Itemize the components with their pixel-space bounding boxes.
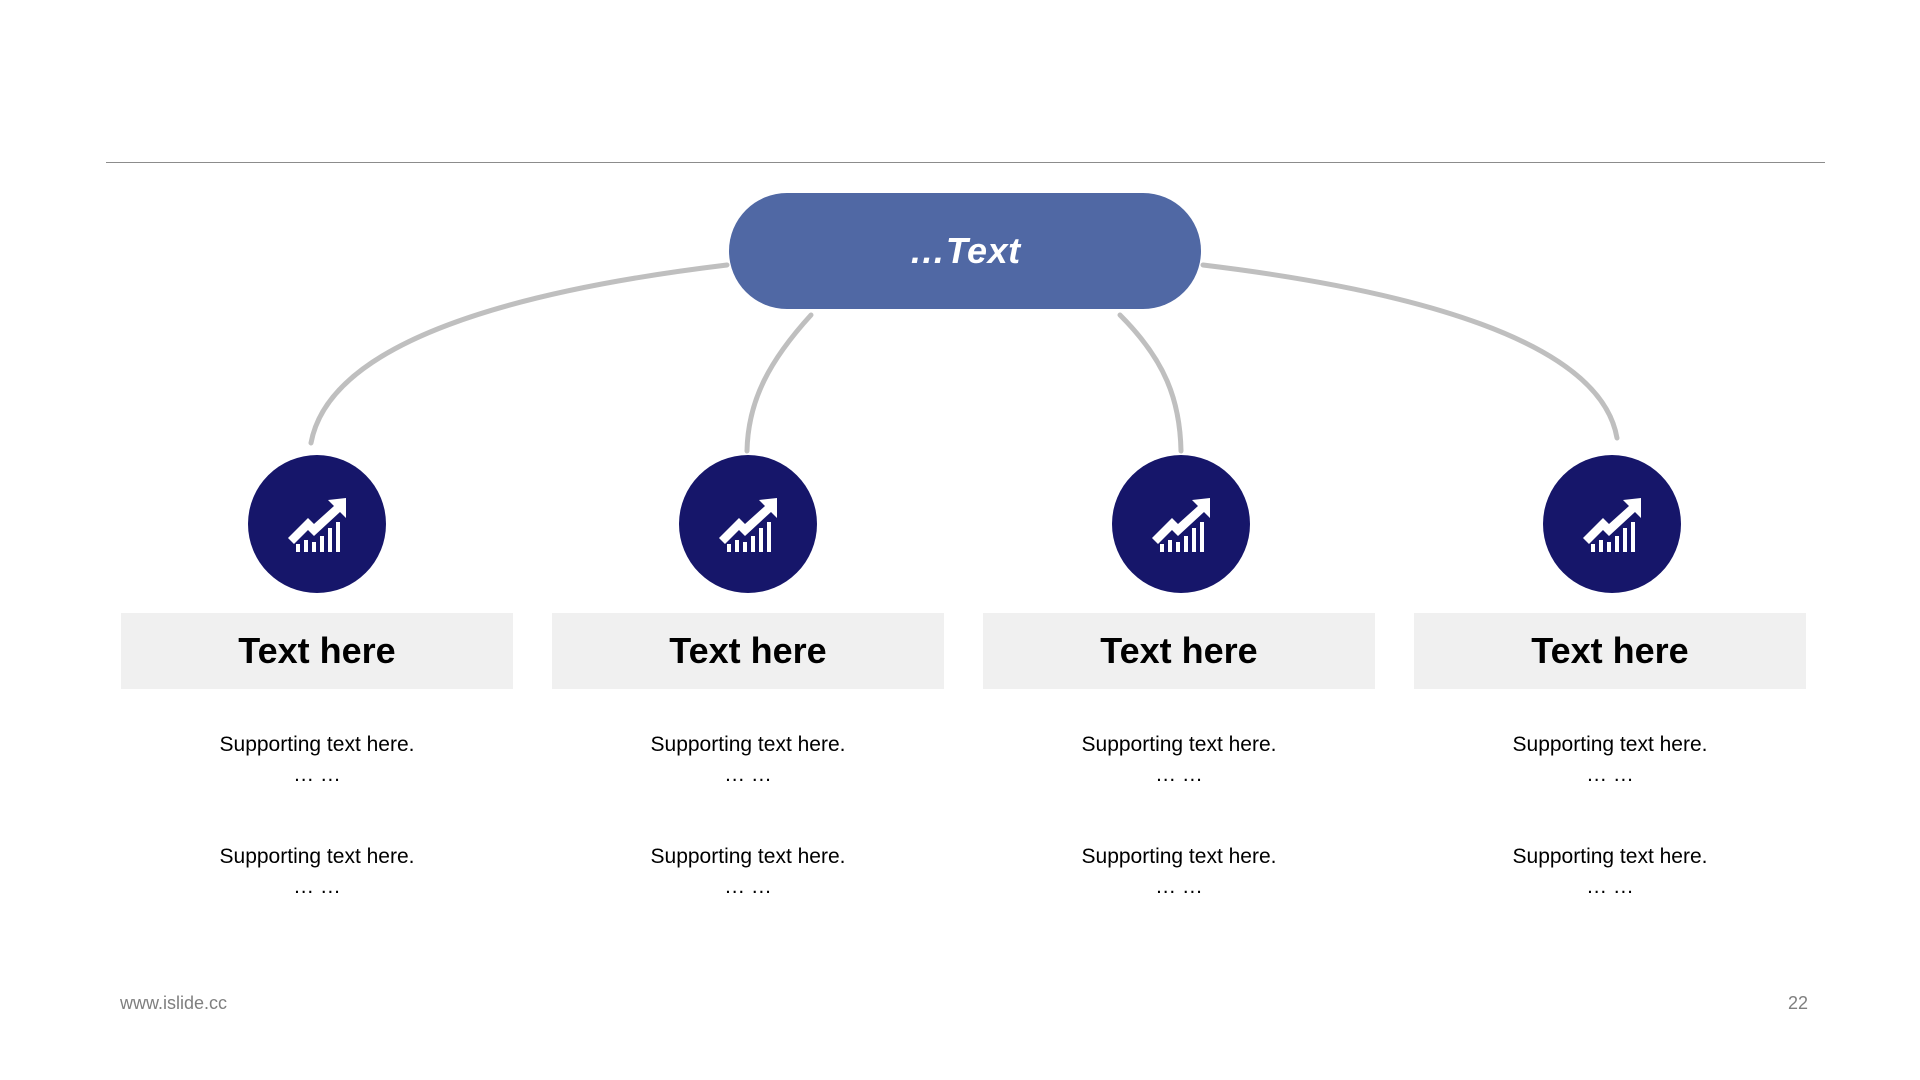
column-1-icon-circle (248, 455, 386, 593)
support-ellipsis: … … (724, 763, 772, 786)
column-2-title: Text here (669, 630, 827, 671)
column-4-support-1: Supporting text here. … … (1414, 730, 1806, 790)
column-3-icon-circle (1112, 455, 1250, 593)
column-4-header: Text here (1414, 613, 1806, 689)
connector-3 (1117, 312, 1184, 454)
support-line: Supporting text here. (1512, 733, 1708, 756)
connector-4 (1200, 262, 1620, 441)
support-line: Supporting text here. (1081, 733, 1277, 756)
column-1-header: Text here (121, 613, 513, 689)
support-ellipsis: … … (293, 875, 341, 898)
support-line: Supporting text here. (219, 733, 415, 756)
column-4-support-2: Supporting text here. … … (1414, 842, 1806, 902)
chart-growth-icon (719, 498, 777, 552)
chart-growth-icon (1152, 498, 1210, 552)
support-ellipsis: … … (1586, 875, 1634, 898)
column-1-title: Text here (238, 630, 396, 671)
column-4-title: Text here (1531, 630, 1689, 671)
top-divider (106, 162, 1825, 163)
column-3-title: Text here (1100, 630, 1258, 671)
chart-growth-icon (1583, 498, 1641, 552)
support-ellipsis: … … (1155, 763, 1203, 786)
support-line: Supporting text here. (1512, 845, 1708, 868)
column-1-support-2: Supporting text here. … … (121, 842, 513, 902)
column-3-header: Text here (983, 613, 1375, 689)
footer-url: www.islide.cc (120, 993, 228, 1013)
main-node-label: …Text (909, 230, 1021, 271)
column-1-support-1: Supporting text here. … … (121, 730, 513, 790)
main-node: …Text (729, 193, 1201, 309)
column-2-support-2: Supporting text here. … … (552, 842, 944, 902)
chart-growth-icon (288, 498, 346, 552)
column-2-support-1: Supporting text here. … … (552, 730, 944, 790)
connector-2 (744, 312, 814, 454)
support-ellipsis: … … (1155, 875, 1203, 898)
support-line: Supporting text here. (1081, 845, 1277, 868)
support-ellipsis: … … (1586, 763, 1634, 786)
column-3-support-1: Supporting text here. … … (983, 730, 1375, 790)
connector-1 (308, 262, 730, 446)
column-2-header: Text here (552, 613, 944, 689)
support-line: Supporting text here. (219, 845, 415, 868)
support-line: Supporting text here. (650, 845, 846, 868)
support-line: Supporting text here. (650, 733, 846, 756)
column-2-icon-circle (679, 455, 817, 593)
support-ellipsis: … … (293, 763, 341, 786)
column-3-support-2: Supporting text here. … … (983, 842, 1375, 902)
column-4-icon-circle (1543, 455, 1681, 593)
support-ellipsis: … … (724, 875, 772, 898)
page-number: 22 (1787, 993, 1808, 1013)
